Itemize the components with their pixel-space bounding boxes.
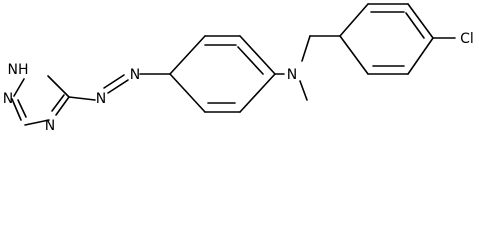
atom-cl: Cl [460, 31, 474, 47]
amine-group [274, 35, 341, 101]
benzene-ring-central [169, 35, 276, 113]
azo-linkage [68, 73, 171, 101]
atom-n-azo-2: N [130, 67, 140, 83]
chlorobenzyl-ring [339, 3, 456, 75]
triazole-ring [11, 75, 70, 126]
chemical-structure: NH N N N N N Cl [3, 3, 474, 134]
atom-n-azo-1: N [96, 91, 106, 107]
atom-n-amine: N [287, 67, 297, 83]
atom-nh: NH [8, 62, 29, 78]
atom-n-triazole-left: N [3, 91, 13, 107]
atom-n-triazole-bottom: N [45, 118, 55, 134]
